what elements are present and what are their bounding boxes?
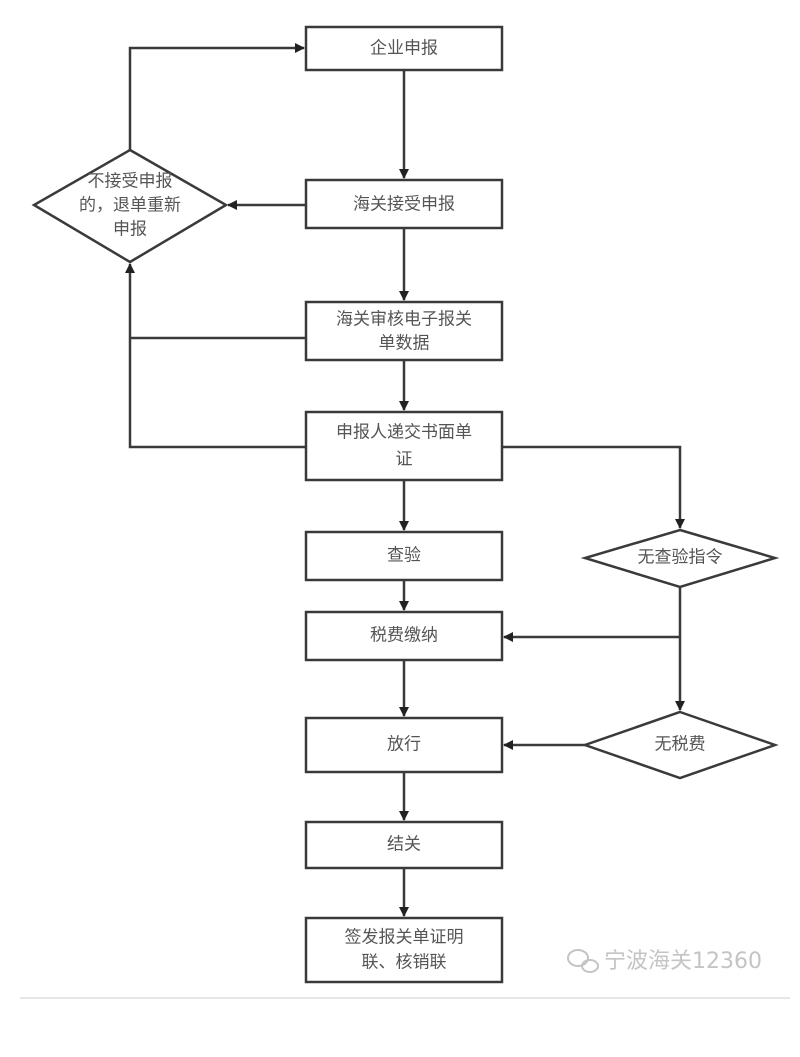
- arrow-submit-to-no-inspection: [502, 445, 685, 529]
- node-label: 签发报关单证明: [345, 928, 464, 948]
- node-issue-certs: 签发报关单证明 联、核销联: [304, 916, 504, 984]
- node-label: 企业申报: [370, 39, 438, 59]
- node-label: 单数据: [379, 334, 430, 354]
- node-label: 不接受申报: [88, 172, 173, 192]
- node-label: 海关接受申报: [353, 195, 455, 215]
- node-label: 无税费: [655, 735, 706, 755]
- decision-no-inspection: 无查验指令: [580, 528, 780, 589]
- node-release: 放行: [304, 716, 504, 774]
- node-label: 证: [396, 450, 413, 470]
- decision-reject: 不接受申报 的，退单重新 申报: [31, 148, 229, 264]
- node-label: 海关审核电子报关: [336, 310, 472, 330]
- node-label: 结关: [387, 835, 421, 855]
- wechat-icon: [567, 949, 599, 973]
- node-clearance: 结关: [304, 820, 504, 870]
- node-label: 查验: [387, 546, 421, 566]
- node-label: 申报人递交书面单: [336, 423, 472, 443]
- watermark: 宁波海关12360: [567, 949, 762, 974]
- node-label: 的，退单重新: [79, 196, 181, 216]
- node-label: 申报: [113, 220, 147, 240]
- node-submit-docs: 申报人递交书面单 证: [304, 410, 504, 482]
- watermark-text: 宁波海关12360: [604, 949, 762, 974]
- connectors: [125, 43, 685, 917]
- decision-no-tax: 无税费: [581, 710, 779, 780]
- node-label: 无查验指令: [638, 548, 723, 568]
- arrow-reject-to-enterprise: [128, 43, 305, 150]
- node-enterprise-declare: 企业申报: [304, 25, 504, 72]
- node-label: 联、核销联: [362, 953, 447, 973]
- node-review-data: 海关审核电子报关 单数据: [304, 300, 504, 362]
- node-tax-payment: 税费缴纳: [304, 610, 504, 662]
- node-customs-accept: 海关接受申报: [304, 178, 504, 230]
- arrow-submit-to-reject: [125, 263, 306, 449]
- node-label: 放行: [387, 735, 421, 755]
- node-inspection: 查验: [304, 530, 504, 582]
- node-label: 税费缴纳: [370, 626, 438, 646]
